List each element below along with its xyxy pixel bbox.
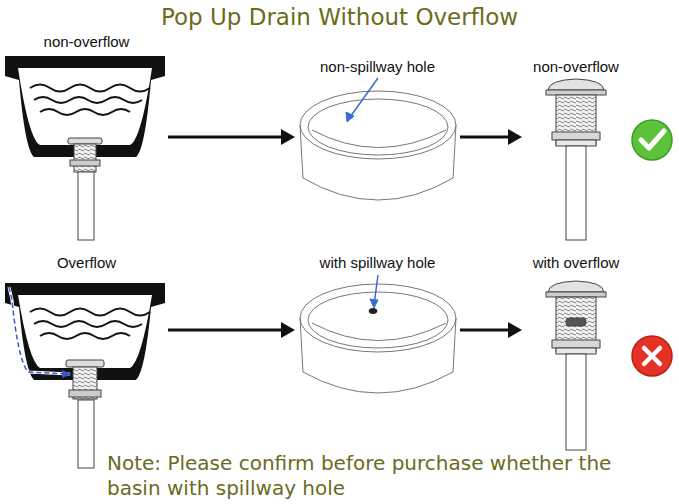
cross-mark xyxy=(632,336,672,376)
illustration-panel: non-spillway hole xyxy=(295,58,460,215)
flow-arrow xyxy=(168,322,295,338)
panel-label: with spillway hole xyxy=(318,254,438,272)
panel-label: with overflow xyxy=(531,254,622,272)
illustration-panel: with spillway hole xyxy=(295,254,460,416)
panel-label: Overflow xyxy=(55,254,118,272)
diagram-title: Pop Up Drain Without Overflow xyxy=(0,4,679,30)
vessel-basin-spillway xyxy=(300,275,456,393)
pop-up-drain-overflow xyxy=(546,281,606,450)
sink-overflow xyxy=(5,283,165,468)
flow-arrow xyxy=(460,129,522,145)
flow-arrow xyxy=(168,129,295,145)
illustration-panel: Overflow xyxy=(5,254,168,472)
illustration-panel: non-overflow xyxy=(522,58,630,245)
vessel-basin xyxy=(300,78,456,200)
panel-label: non-overflow xyxy=(531,58,621,76)
panel-label: non-spillway hole xyxy=(318,58,437,76)
check-mark xyxy=(632,120,672,160)
sink-non-overflow xyxy=(5,56,165,240)
illustration-panel: with overflow xyxy=(522,254,630,454)
panel-label: non-overflow xyxy=(42,33,132,51)
illustration-panel: non-overflow xyxy=(5,33,168,243)
flow-arrow xyxy=(460,322,522,338)
pop-up-drain xyxy=(546,79,606,240)
purchase-note: Note: Please confirm before purchase whe… xyxy=(107,451,667,501)
